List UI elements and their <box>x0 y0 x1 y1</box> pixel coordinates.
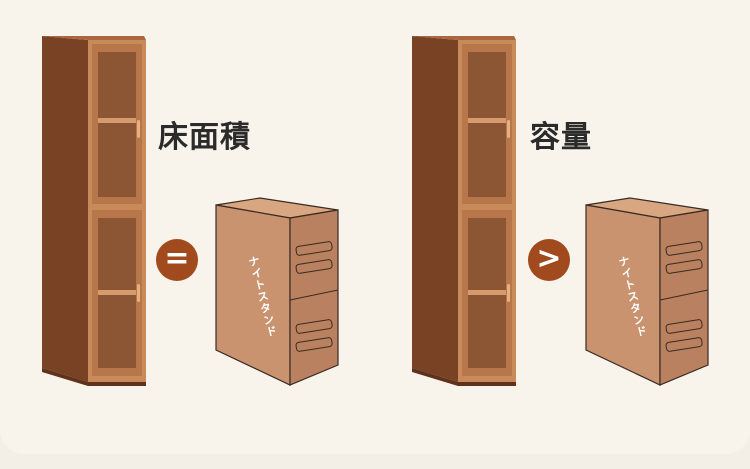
upper-handle <box>507 120 510 138</box>
drawer-divider <box>289 289 339 301</box>
drawer-divider <box>659 289 709 301</box>
cabinet-side <box>42 36 88 382</box>
capacity-label: 容量 <box>530 120 592 155</box>
box-side-face <box>659 209 709 386</box>
equals-badge: = <box>156 239 198 281</box>
lower-handle <box>137 284 140 302</box>
cabinet-top <box>42 36 146 40</box>
box-side-face <box>289 209 339 386</box>
drawer-handle-4 <box>295 337 333 352</box>
greater-than-badge: > <box>528 239 570 281</box>
cabinet-vs-box-illustration <box>412 36 709 386</box>
cabinet-vs-box-illustration <box>42 36 339 386</box>
drawer-handle-3 <box>665 319 703 334</box>
upper-shelf <box>468 118 506 123</box>
upper-shelf <box>98 118 136 123</box>
upper-glass <box>468 52 506 197</box>
capacity-comparison: 容量 > ナイトスタンド <box>370 0 745 454</box>
cabinet-base <box>42 368 146 386</box>
upper-glass <box>98 52 136 197</box>
drawer-handle-2 <box>295 259 333 274</box>
floor-area-label: 床面積 <box>158 120 251 155</box>
drawer-handle-2 <box>665 259 703 274</box>
floor-area-comparison: 床面積 = ナイトスタンド <box>0 0 375 454</box>
drawer-handle-1 <box>295 241 333 256</box>
drawer-handle-1 <box>665 241 703 256</box>
upper-handle <box>137 120 140 138</box>
lower-shelf <box>98 290 136 295</box>
lower-shelf <box>468 290 506 295</box>
lower-handle <box>507 284 510 302</box>
cabinet-base <box>412 368 516 386</box>
drawer-handle-4 <box>665 337 703 352</box>
cabinet-top <box>412 36 516 40</box>
cabinet-side <box>412 36 458 382</box>
drawer-handle-3 <box>295 319 333 334</box>
